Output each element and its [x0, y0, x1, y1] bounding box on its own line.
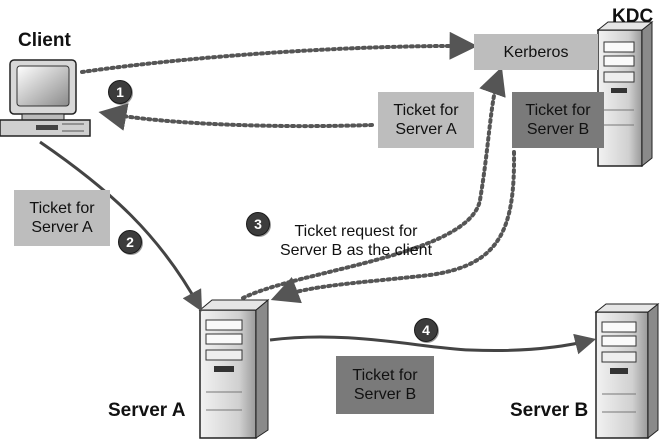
- kerberos-box: Kerberos: [474, 34, 598, 70]
- kdc-server-icon: [596, 20, 654, 168]
- note-line1: Ticket request for: [294, 223, 418, 240]
- ticket-line2: Server A: [31, 219, 93, 236]
- ticket-line1: Ticket for: [525, 102, 591, 119]
- ticket-line1: Ticket for: [393, 102, 459, 119]
- note-line2: Server B as the client: [279, 242, 433, 259]
- client-label: Client: [18, 30, 71, 51]
- arrow-kdc-to-server-a: [270, 150, 517, 304]
- ticket-kdc-to-client: Ticket for Server A: [378, 92, 474, 148]
- ticket-server-a-to-server-b: Ticket for Server B: [336, 356, 434, 414]
- step-1-badge: 1: [108, 80, 132, 104]
- arrow-server-a-to-server-b: [269, 333, 597, 355]
- ticket-line1: Ticket for: [29, 200, 95, 217]
- kerberos-label: Kerberos: [503, 43, 569, 61]
- arrow-server-a-to-kerberos: [241, 66, 506, 300]
- ticket-kdc-dark: Ticket for Server B: [512, 92, 604, 148]
- server-a-icon: [198, 298, 270, 439]
- server-b-icon: [594, 302, 660, 440]
- ticket-line2: Server B: [526, 121, 590, 138]
- ticket-line2: Server B: [353, 386, 417, 403]
- step-3-badge: 3: [246, 212, 270, 236]
- server-b-label: Server B: [510, 400, 589, 421]
- arrow-kerberos-to-client: [98, 103, 374, 131]
- step-4-badge: 4: [414, 318, 438, 342]
- ticket-line2: Server A: [395, 121, 457, 138]
- arrow-client-to-kerberos: [80, 31, 478, 74]
- ticket-request-note: Ticket request for Server B as the clien…: [266, 222, 446, 260]
- server-a-label: Server A: [108, 400, 186, 421]
- arrow-client-to-server-a: [39, 140, 203, 312]
- step-2-badge: 2: [118, 230, 142, 254]
- client-computer-icon: [0, 59, 91, 137]
- ticket-line1: Ticket for: [352, 367, 418, 384]
- ticket-client-to-server-a: Ticket for Server A: [14, 190, 110, 246]
- kdc-label: KDC: [612, 6, 654, 27]
